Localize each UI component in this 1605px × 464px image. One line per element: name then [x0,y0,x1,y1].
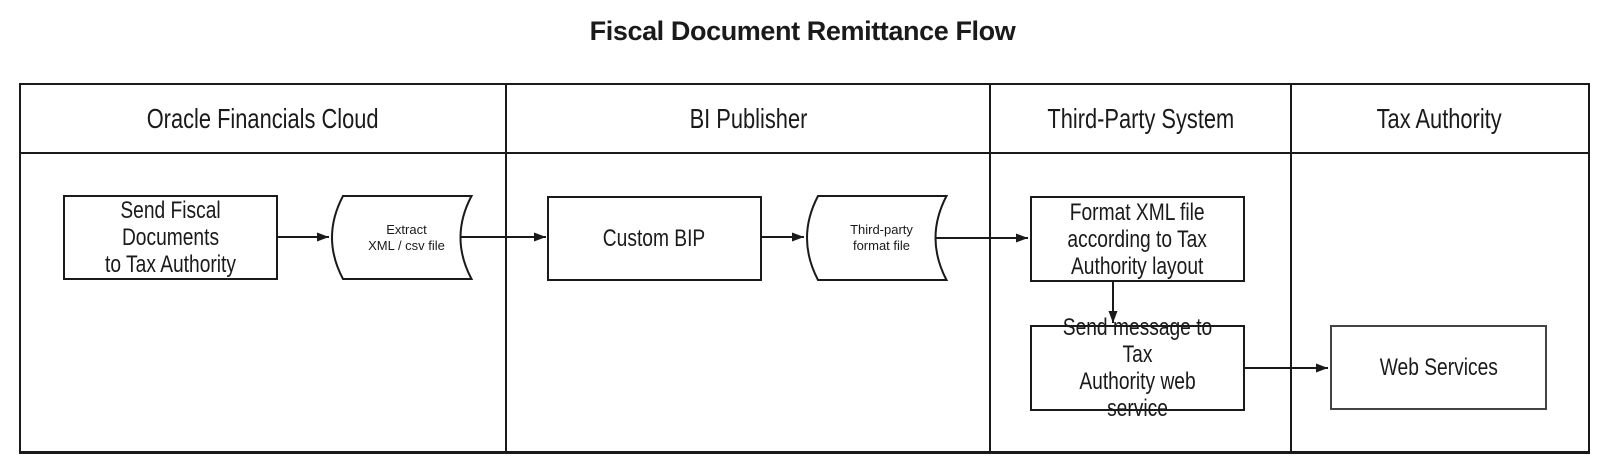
node-label: Send message to Tax Authority web servic… [1062,314,1213,422]
stored-data-shape [806,195,949,281]
stored-data-shape [331,195,474,280]
node-format-xml-file: Format XML file according to Tax Authori… [1030,196,1245,282]
lane-divider-3 [1290,85,1292,451]
lane-header-tax-authority: Tax Authority [1292,85,1586,152]
node-send-fiscal-documents: Send Fiscal Documents to Tax Authority [63,195,278,280]
header-separator-line [21,152,1588,154]
node-custom-bip: Custom BIP [547,196,762,281]
node-label: Web Services [1379,354,1498,381]
node-label: Third-party format file [850,222,913,253]
node-label: Extract XML / csv file [368,221,445,253]
lane-header-bi-publisher: BI Publisher [507,85,989,152]
node-label: Send Fiscal Documents to Tax Authority [105,197,236,278]
lane-divider-2 [989,85,991,451]
node-web-services: Web Services [1330,325,1547,410]
lane-header-label: Tax Authority [1376,102,1502,134]
lane-header-label: Oracle Financials Cloud [147,102,379,134]
node-label: Format XML file according to Tax Authori… [1067,198,1208,280]
node-extract-xml-csv-file: Extract XML / csv file [331,195,474,280]
lane-header-oracle-financials-cloud: Oracle Financials Cloud [21,85,505,152]
node-label: Custom BIP [603,225,706,252]
swimlane-table: Oracle Financials Cloud BI Publisher Thi… [19,83,1590,454]
node-send-message-to-tax-authority: Send message to Tax Authority web servic… [1030,314,1245,422]
node-third-party-format-file: Third-party format file [806,195,949,281]
lane-divider-1 [505,85,507,451]
lane-header-third-party-system: Third-Party System [991,85,1290,152]
diagram-title: Fiscal Document Remittance Flow [589,16,1016,46]
lane-header-label: BI Publisher [689,102,807,134]
lane-header-label: Third-Party System [1047,102,1234,134]
